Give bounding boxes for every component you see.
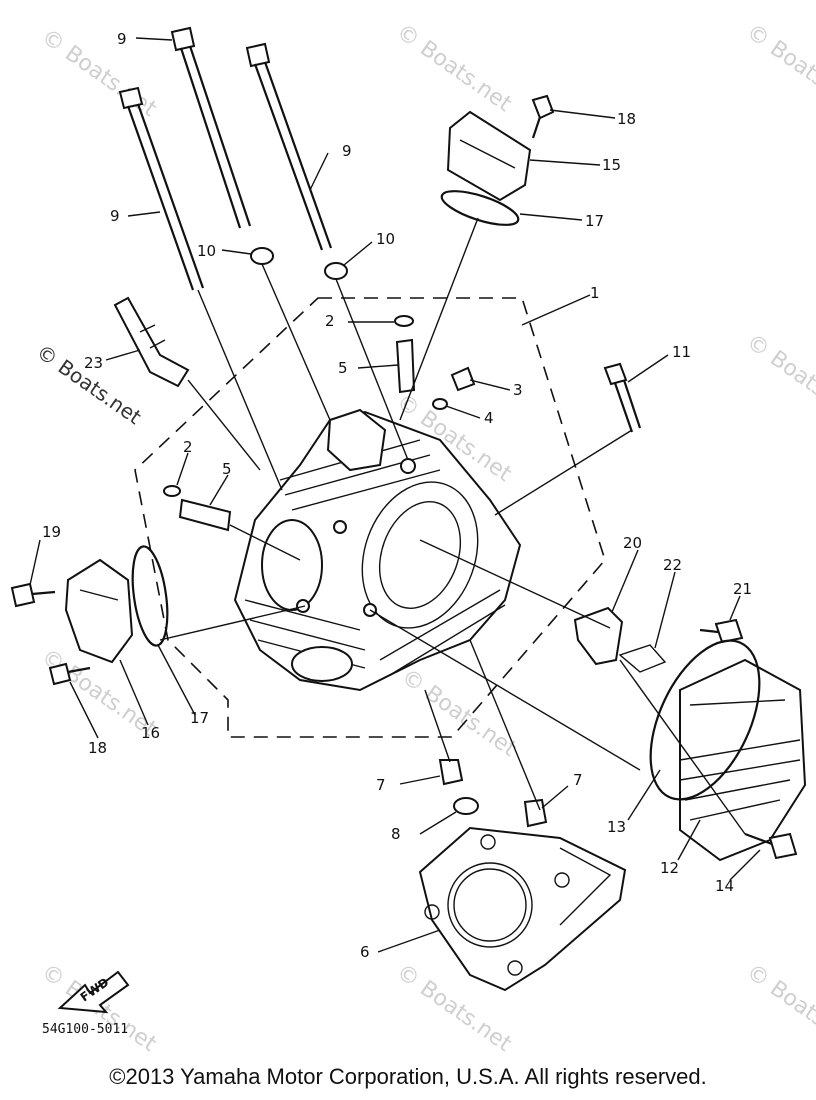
cylinder-head xyxy=(233,408,522,692)
assembly-outline xyxy=(134,297,606,738)
part-22 xyxy=(618,644,667,673)
o-ring-13 xyxy=(649,639,761,801)
valve-guide-5-top xyxy=(395,338,416,394)
bolt-21 xyxy=(714,618,744,644)
callout-5: 5 xyxy=(222,460,232,478)
callout-5: 5 xyxy=(338,359,348,377)
bolt-9-right xyxy=(245,42,333,251)
clip-2-top xyxy=(394,315,414,327)
callout-11: 11 xyxy=(672,343,691,361)
callout-9: 9 xyxy=(110,207,120,225)
watermark: © Boats.net xyxy=(742,959,816,1057)
clip-2-left xyxy=(163,485,181,497)
watermark: © Boats.net xyxy=(37,24,162,122)
callout-7: 7 xyxy=(573,771,583,789)
callout-7: 7 xyxy=(376,776,386,794)
callout-9: 9 xyxy=(117,30,127,48)
leader-lines xyxy=(29,37,761,953)
head-gasket xyxy=(418,826,627,992)
washer-8 xyxy=(453,797,479,815)
valve-guide-5-left xyxy=(178,498,232,532)
callout-17: 17 xyxy=(585,212,604,230)
watermark: © Boats.net xyxy=(742,19,816,117)
valve-cover-right xyxy=(679,658,807,862)
callout-20: 20 xyxy=(623,534,642,552)
tappet-cover-left xyxy=(10,558,134,686)
callout-9: 9 xyxy=(342,142,352,160)
part-20 xyxy=(573,606,624,666)
callout-3: 3 xyxy=(513,381,523,399)
callout-10: 10 xyxy=(376,230,395,248)
o-ring-17-left xyxy=(131,545,169,647)
callout-18: 18 xyxy=(88,739,107,757)
callout-19: 19 xyxy=(42,523,61,541)
callout-8: 8 xyxy=(391,825,401,843)
callout-13: 13 xyxy=(607,818,626,836)
callout-2: 2 xyxy=(183,438,193,456)
bolt-14 xyxy=(768,832,798,860)
callout-2: 2 xyxy=(325,312,335,330)
callout-labels: 9 9 9 10 10 18 15 17 1 2 5 3 4 11 23 2 5… xyxy=(42,30,752,961)
callout-12: 12 xyxy=(660,859,679,877)
callout-16: 16 xyxy=(141,724,160,742)
diagram-code: 54G100-5011 xyxy=(42,1022,129,1037)
callout-15: 15 xyxy=(602,156,621,174)
washer-10-left xyxy=(250,247,274,265)
callout-22: 22 xyxy=(663,556,682,574)
watermark: © Boats.net xyxy=(742,329,816,427)
copyright-notice: ©2013 Yamaha Motor Corporation, U.S.A. A… xyxy=(109,1064,707,1089)
spark-plug xyxy=(113,296,190,388)
callout-4: 4 xyxy=(484,409,494,427)
watermark: © Boats.net xyxy=(392,19,517,117)
callout-10: 10 xyxy=(197,242,216,260)
callout-18: 18 xyxy=(617,110,636,128)
bolt-9-mid xyxy=(170,26,252,229)
dowel-7-right xyxy=(523,798,548,828)
washer-10-right xyxy=(324,262,348,280)
callout-14: 14 xyxy=(715,877,734,895)
washer-4 xyxy=(432,398,448,410)
bolt-3 xyxy=(450,366,476,392)
callout-17: 17 xyxy=(190,709,209,727)
callout-23: 23 xyxy=(84,354,103,372)
valve-cover-top xyxy=(446,94,555,202)
o-ring-17-top xyxy=(440,190,520,226)
intake-port xyxy=(261,519,323,611)
callout-1: 1 xyxy=(590,284,600,302)
exhaust-port xyxy=(291,646,353,682)
callout-21: 21 xyxy=(733,580,752,598)
dowel-7-left xyxy=(438,759,464,786)
callout-6: 6 xyxy=(360,943,370,961)
bolt-11 xyxy=(603,362,642,433)
bolt-18-bottom xyxy=(48,662,72,686)
bolt-19 xyxy=(10,582,36,608)
bolt-9-left xyxy=(118,86,205,291)
watermark: © Boats.net xyxy=(397,664,522,762)
